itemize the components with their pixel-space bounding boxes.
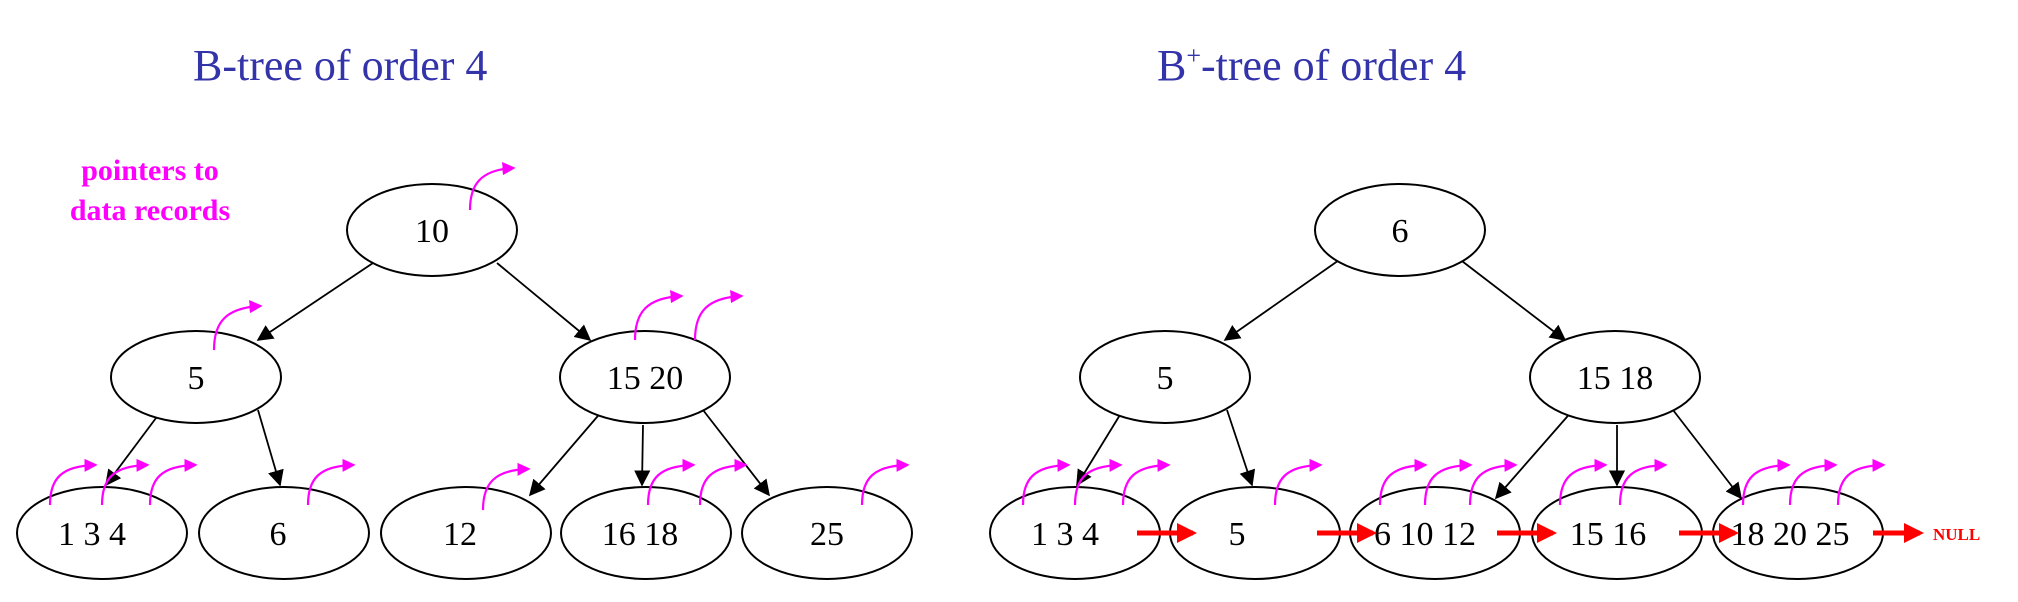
- bplustree-record-pointers: [1021, 458, 1886, 506]
- pointer-arrow-icon: [698, 458, 748, 506]
- btree-title: B-tree of order 4: [193, 41, 487, 90]
- pointer-arrow-icon: [212, 300, 263, 351]
- btree-edge-right-leaf5: [702, 409, 770, 497]
- bplustree-leaf-2-shape: [1169, 486, 1341, 580]
- bplustree-edge-root-right: [1457, 257, 1567, 341]
- pointer-arrow-icon: [1273, 458, 1323, 506]
- bplustree-edge-right-leaf3: [1494, 409, 1574, 500]
- btree-node-root: 10: [346, 183, 518, 277]
- btree-leaf-2: 6: [198, 486, 370, 580]
- pointer-arrow-icon: [860, 458, 910, 506]
- bplustree-leaf-5-label: 18 20 25: [1731, 516, 1850, 553]
- btree-edge-root-left: [256, 262, 374, 341]
- bplustree-leaf-4: 15 16: [1531, 486, 1703, 580]
- btree-leaf-3-shape: [380, 486, 552, 580]
- bplustree-leaf-3-label: 6 10 12: [1374, 516, 1476, 553]
- btree-leaf-1-shape: [16, 486, 188, 580]
- pointer-arrow-icon: [1618, 458, 1668, 506]
- bplustree-node-left-shape: [1079, 330, 1251, 424]
- bplustree-title-rest: -tree of order 4: [1201, 41, 1466, 90]
- btree-edge-left-leaf2: [257, 409, 284, 487]
- pointer-arrow-icon: [148, 458, 198, 506]
- btree-leaf-5-label: 25: [810, 516, 844, 553]
- annotation-line-1: pointers to: [81, 154, 219, 187]
- bplustree-node-root: 6: [1314, 183, 1486, 277]
- btree-node-left-label: 5: [188, 360, 205, 397]
- bplustree-node-right: 15 18: [1529, 330, 1701, 424]
- btree-record-pointers: [48, 162, 910, 511]
- pointer-arrow-icon: [468, 162, 516, 211]
- btree-node-right-shape: [559, 330, 731, 424]
- bplustree-title: B+-tree of order 4: [1157, 41, 1466, 90]
- pointer-arrow-icon: [1121, 458, 1171, 506]
- btree-leaf-3-label: 12: [443, 516, 477, 553]
- btree-node-right: 15 20: [559, 330, 731, 424]
- btree-leaf-1-label: 1 3 4: [58, 516, 126, 553]
- bplustree-node-left: 5: [1079, 330, 1251, 424]
- bplustree-node-right-shape: [1529, 330, 1701, 424]
- pointer-arrow-icon: [1741, 458, 1791, 506]
- bplustree-node-left-label: 5: [1157, 360, 1174, 397]
- bplustree-nodes: 6 5 15 18 1 3 4 5 6 10 12 15 16 18 20 2: [989, 183, 1884, 580]
- pointer-arrow-icon: [1378, 458, 1428, 506]
- btree-nodes: 10 5 15 20 1 3 4 6 12 16 18 25: [16, 183, 913, 580]
- btree-leaf-4: 16 18: [560, 486, 732, 580]
- btree-leaf-5: 25: [741, 486, 913, 580]
- bplustree-node-root-shape: [1314, 183, 1486, 277]
- btree-leaf-4-label: 16 18: [602, 516, 679, 553]
- pointer-arrow-icon: [48, 458, 98, 506]
- bplustree-node-right-label: 15 18: [1577, 360, 1654, 397]
- bplustree-edge-left-leaf2: [1226, 409, 1256, 487]
- bplustree-edge-right-leaf5: [1672, 409, 1742, 500]
- pointer-arrow-icon: [481, 462, 531, 511]
- btree-edges: [105, 262, 770, 497]
- btree-node-left: 5: [110, 330, 282, 424]
- btree-node-left-shape: [110, 330, 282, 424]
- pointer-arrow-icon: [646, 458, 696, 506]
- annotation-line-2: data records: [70, 194, 230, 227]
- btree-leaf-3: 12: [380, 486, 552, 580]
- pointer-arrow-icon: [1836, 458, 1886, 506]
- btree-leaf-2-label: 6: [270, 516, 287, 553]
- pointer-arrow-icon: [100, 458, 150, 506]
- btree-leaf-1: 1 3 4: [16, 486, 188, 580]
- bplustree-leaf-5: 18 20 25: [1712, 486, 1884, 580]
- btree-leaf-2-shape: [198, 486, 370, 580]
- pointer-arrow-icon: [1558, 458, 1608, 506]
- bplustree-leaf-2-label: 5: [1229, 516, 1246, 553]
- null-label: NULL: [1933, 525, 1980, 544]
- bplustree-leaf-2: 5: [1169, 486, 1341, 580]
- btree-edge-right-leaf4: [634, 424, 651, 487]
- btree-edge-right-leaf3: [528, 409, 604, 497]
- btree-node-root-label: 10: [415, 213, 449, 250]
- bplustree-leaf-1-label: 1 3 4: [1031, 516, 1099, 553]
- bplustree-title-base: B: [1157, 41, 1186, 90]
- btree-node-right-label: 15 20: [607, 360, 684, 397]
- bplustree-node-root-label: 6: [1392, 213, 1409, 250]
- bplustree-edge-root-left: [1223, 257, 1343, 341]
- btree-edge-root-right: [496, 262, 592, 342]
- pointer-arrow-icon: [633, 290, 684, 341]
- bplustree-leaf-4-label: 15 16: [1570, 516, 1647, 553]
- bplustree-title-sup: +: [1186, 41, 1201, 70]
- pointer-arrow-icon: [1021, 458, 1071, 506]
- pointer-arrow-icon: [1788, 458, 1838, 506]
- bplustree-edges: [1076, 257, 1742, 500]
- bplustree-edge-left-leaf1: [1076, 409, 1124, 487]
- pointer-arrow-icon: [1073, 458, 1123, 506]
- bplustree-leaf-3: 6 10 12: [1349, 486, 1521, 580]
- pointer-arrow-icon: [1468, 458, 1518, 506]
- pointer-arrow-icon: [693, 290, 744, 341]
- btree-node-root-shape: [346, 183, 518, 277]
- pointer-arrow-icon: [306, 458, 356, 506]
- btree-leaf-4-shape: [560, 486, 732, 580]
- btree-leaf-5-shape: [741, 486, 913, 580]
- pointer-arrow-icon: [1423, 458, 1473, 506]
